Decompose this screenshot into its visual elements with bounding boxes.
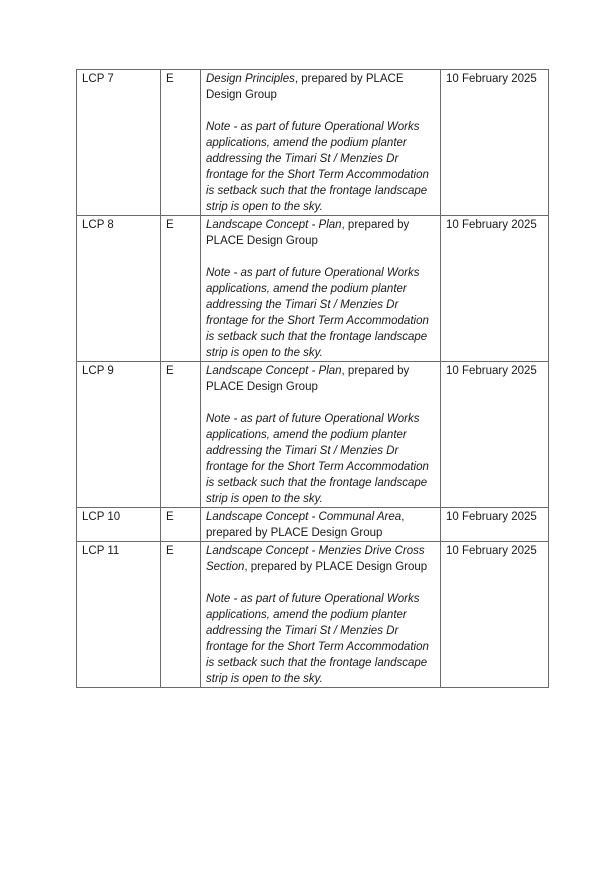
prepared-by: , prepared by PLACE Design Group	[206, 73, 404, 101]
drawing-description: Design Principles, prepared by PLACE Des…	[200, 69, 441, 216]
condition-note: Note - as part of future Operational Wor…	[206, 267, 429, 359]
condition-note: Note - as part of future Operational Wor…	[206, 593, 429, 685]
drawing-ref: LCP 9	[76, 361, 161, 508]
prepared-by: , prepared by PLACE Design Group	[244, 561, 428, 573]
table-row: LCP 8 E Landscape Concept - Plan, prepar…	[76, 215, 549, 362]
drawing-title: Landscape Concept - Menzies Drive Cross …	[206, 545, 425, 573]
drawing-ref: LCP 7	[76, 69, 161, 216]
drawing-description: Landscape Concept - Plan, prepared by PL…	[200, 361, 441, 508]
prepared-by: , prepared by PLACE Design Group	[206, 219, 410, 247]
drawing-date: 10 February 2025	[440, 215, 549, 362]
drawing-title: Landscape Concept - Plan	[206, 365, 342, 377]
drawing-title: Landscape Concept - Communal Area	[206, 511, 402, 523]
drawing-date: 10 February 2025	[440, 361, 549, 508]
condition-note: Note - as part of future Operational Wor…	[206, 121, 429, 213]
drawings-table: LCP 7 E Design Principles, prepared by P…	[76, 69, 549, 688]
drawing-date: 10 February 2025	[440, 507, 549, 542]
condition-note: Note - as part of future Operational Wor…	[206, 413, 429, 505]
revision: E	[160, 215, 201, 362]
prepared-by: , prepared by PLACE Design Group	[206, 511, 405, 539]
revision: E	[160, 507, 201, 542]
table-row: LCP 9 E Landscape Concept - Plan, prepar…	[76, 361, 549, 508]
drawing-title: Landscape Concept - Plan	[206, 219, 342, 231]
drawing-description: Landscape Concept - Plan, prepared by PL…	[200, 215, 441, 362]
table-row: LCP 10 E Landscape Concept - Communal Ar…	[76, 507, 549, 542]
revision: E	[160, 361, 201, 508]
drawing-ref: LCP 11	[76, 541, 161, 688]
table-row: LCP 11 E Landscape Concept - Menzies Dri…	[76, 541, 549, 688]
revision: E	[160, 541, 201, 688]
prepared-by: , prepared by PLACE Design Group	[206, 365, 410, 393]
table-row: LCP 7 E Design Principles, prepared by P…	[76, 69, 549, 216]
drawing-date: 10 February 2025	[440, 69, 549, 216]
drawing-date: 10 February 2025	[440, 541, 549, 688]
drawing-description: Landscape Concept - Menzies Drive Cross …	[200, 541, 441, 688]
drawing-description: Landscape Concept - Communal Area, prepa…	[200, 507, 441, 542]
drawing-ref: LCP 8	[76, 215, 161, 362]
revision: E	[160, 69, 201, 216]
drawing-title: Design Principles	[206, 73, 295, 85]
drawing-ref: LCP 10	[76, 507, 161, 542]
